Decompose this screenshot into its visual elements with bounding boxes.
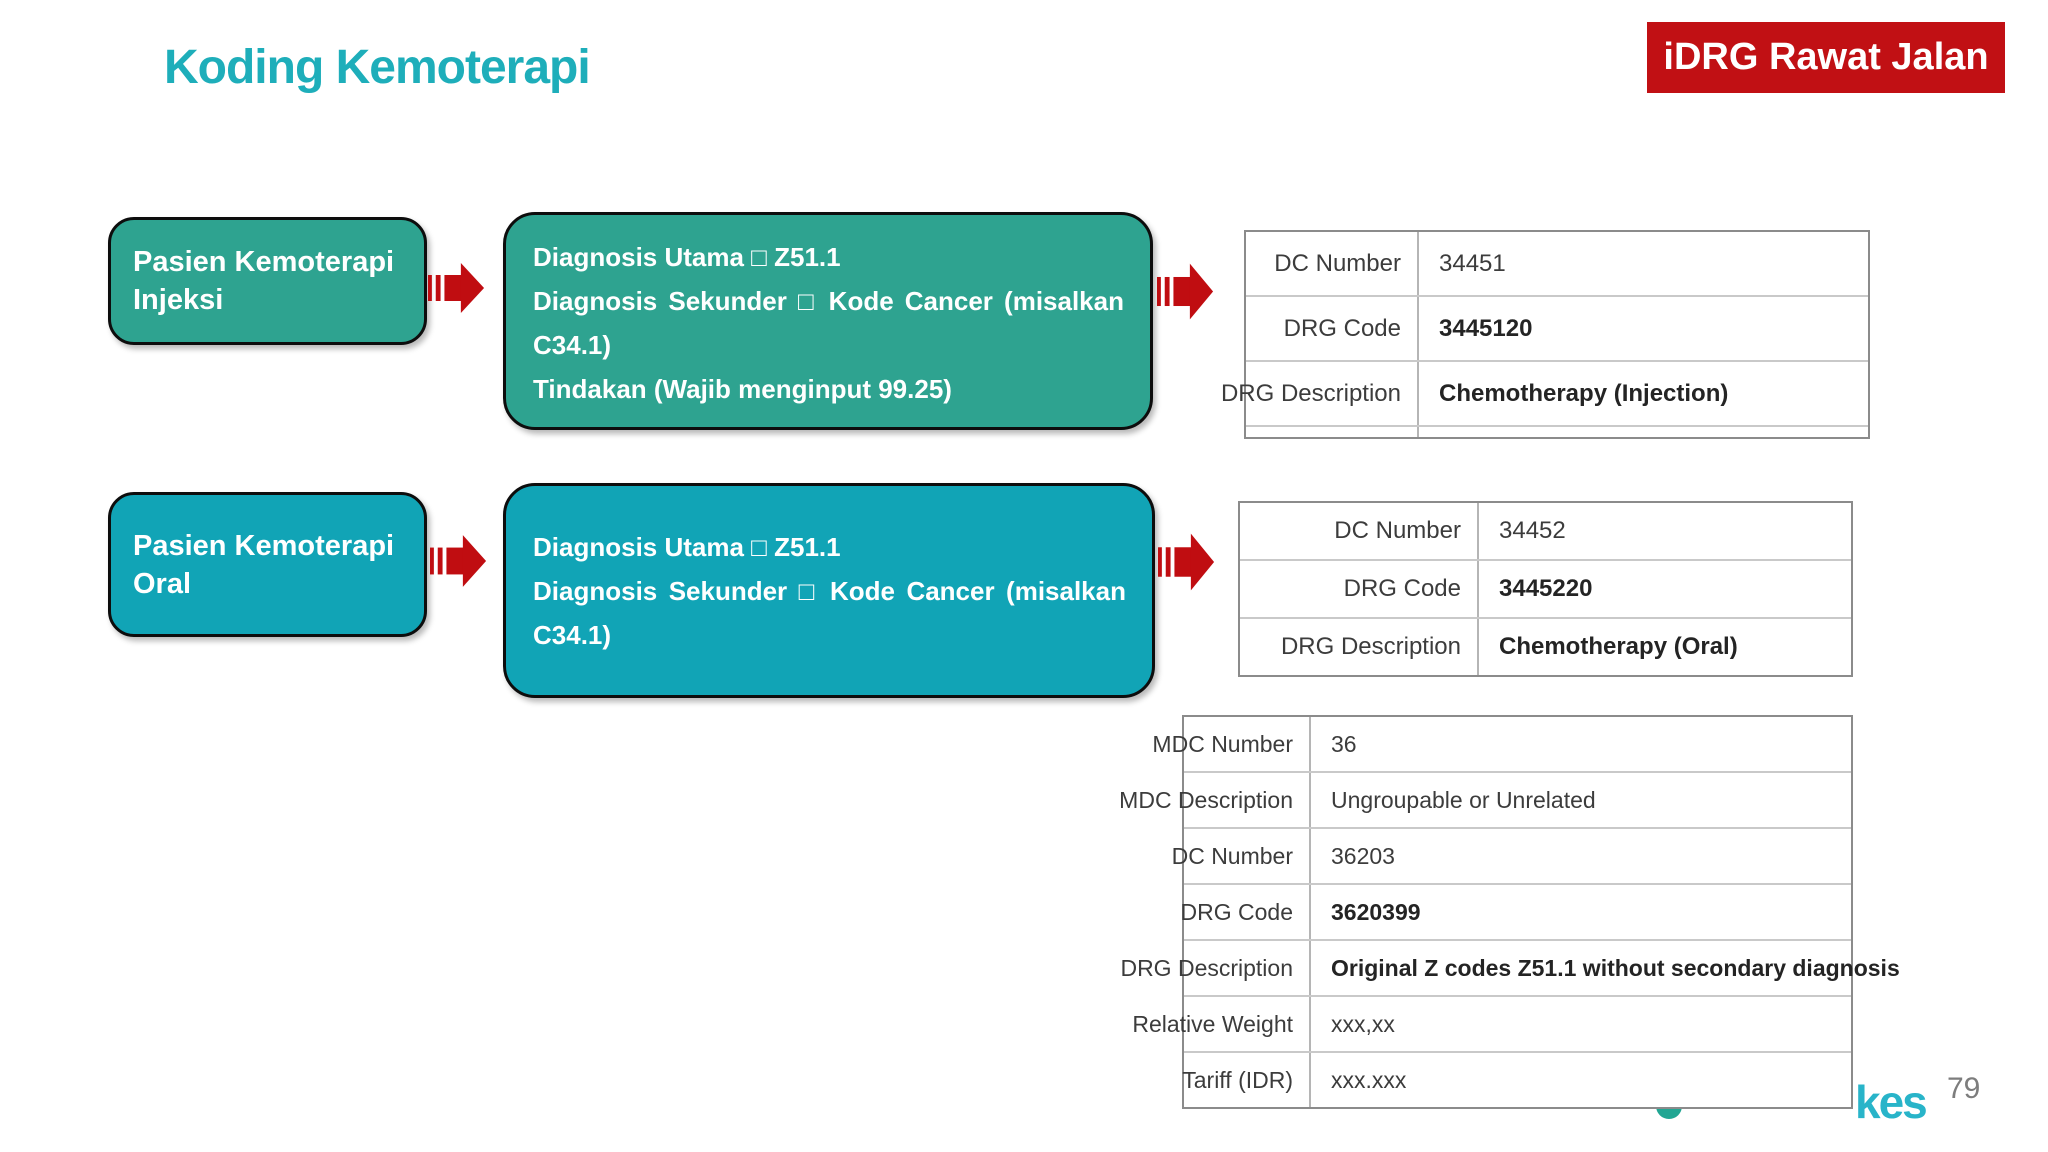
table-row: MDC Number 36	[1152, 717, 1851, 771]
row-label: DC Number	[1240, 503, 1479, 559]
page-title: Koding Kemoterapi	[164, 41, 591, 94]
row-value: 3445120	[1439, 314, 1533, 342]
row-label: DRG Description	[1120, 941, 1311, 995]
patient-box-oral: Pasien Kemoterapi Oral	[108, 492, 427, 637]
row-value: 36	[1331, 730, 1357, 757]
row-value: 34452	[1499, 517, 1566, 544]
striped-right-arrow-icon	[1158, 528, 1216, 596]
row-value: 3620399	[1331, 898, 1421, 925]
patient-box-line: Pasien Kemoterapi	[133, 246, 395, 278]
summary-drg-table: MDC Number 36 MDC Description Ungroupabl…	[1119, 715, 1900, 1109]
table-row: Tariff (IDR) xxx.xxx	[1182, 1051, 1851, 1107]
row-value: xxx,xx	[1331, 1010, 1395, 1037]
table-row: DRG Code 3620399	[1181, 883, 1851, 939]
row-value: Original Z codes Z51.1 without secondary…	[1331, 954, 1900, 981]
table-row: DC Number 36203	[1172, 827, 1851, 883]
diagnosis-box-oral: Diagnosis Utama □ Z51.1 Diagnosis Sekund…	[503, 483, 1155, 698]
diagnosis-line: Diagnosis Utama □ Z51.1	[533, 242, 841, 272]
row-label: MDC Description	[1119, 773, 1311, 827]
table-row: DRG Description Chemotherapy (Oral)	[1240, 617, 1851, 675]
patient-box-injeksi: Pasien Kemoterapi Injeksi	[108, 217, 427, 345]
patient-box-line: Pasien Kemoterapi	[133, 529, 395, 562]
row-label: DRG Code	[1181, 885, 1311, 939]
diagnosis-line: Tindakan (Wajib menginput 99.25)	[533, 374, 952, 404]
patient-box-line: Oral	[133, 567, 192, 600]
drg-table-oral: DC Number 34452 DRG Code 3445220 DRG Des…	[1238, 501, 1853, 677]
row-value: Ungroupable or Unrelated	[1331, 786, 1596, 813]
row-value: 34451	[1439, 249, 1506, 277]
row-value: 3445220	[1499, 575, 1593, 602]
drg-table-injeksi: DC Number 34451 DRG Code 3445120 DRG Des…	[1221, 230, 1870, 439]
row-label: Tariff (IDR)	[1182, 1053, 1311, 1107]
row-label: DC Number	[1172, 829, 1311, 883]
table-row: MDC Description Ungroupable or Unrelated	[1119, 771, 1851, 827]
row-label: MDC Number	[1152, 717, 1311, 771]
table-row: DC Number 34451	[1246, 232, 1868, 295]
diagnosis-line: Diagnosis Sekunder □ Kode Cancer (misalk…	[533, 286, 1124, 360]
row-label: DRG Code	[1240, 561, 1479, 617]
table-row: Relative Weight xxx,xx	[1132, 995, 1851, 1051]
table-row: DRG Code 3445220	[1240, 559, 1851, 617]
row-label: Relative Weight	[1132, 997, 1311, 1051]
table-row-partial	[1246, 425, 1868, 437]
patient-box-line: Injeksi	[133, 284, 224, 316]
diagnosis-line: Diagnosis Utama □ Z51.1	[533, 531, 841, 562]
table-row: DC Number 34452	[1240, 503, 1851, 559]
kemenkes-logo-text: kes	[1855, 1076, 1928, 1128]
striped-right-arrow-icon	[430, 530, 488, 592]
row-value: 36203	[1331, 842, 1395, 869]
table-row: DRG Description Original Z codes Z51.1 w…	[1120, 939, 1900, 995]
row-value: Chemotherapy (Injection)	[1439, 379, 1729, 407]
diagnosis-box-injeksi: Diagnosis Utama □ Z51.1 Diagnosis Sekund…	[503, 212, 1153, 430]
row-label: DRG Description	[1221, 362, 1419, 425]
row-value: xxx.xxx	[1331, 1066, 1407, 1093]
row-label: DRG Description	[1240, 619, 1479, 675]
diagnosis-line: Diagnosis Sekunder □ Kode Cancer (misalk…	[533, 575, 1126, 650]
table-row: DRG Code 3445120	[1246, 295, 1868, 360]
row-value: Chemotherapy (Oral)	[1499, 633, 1738, 660]
page-number: 79	[1947, 1072, 1981, 1105]
header-badge: iDRG Rawat Jalan	[1647, 22, 2005, 93]
table-row: DRG Description Chemotherapy (Injection)	[1221, 360, 1868, 425]
row-label: DC Number	[1246, 232, 1419, 295]
striped-right-arrow-icon	[1157, 258, 1215, 325]
striped-right-arrow-icon	[428, 258, 486, 318]
row-label: DRG Code	[1246, 297, 1419, 360]
